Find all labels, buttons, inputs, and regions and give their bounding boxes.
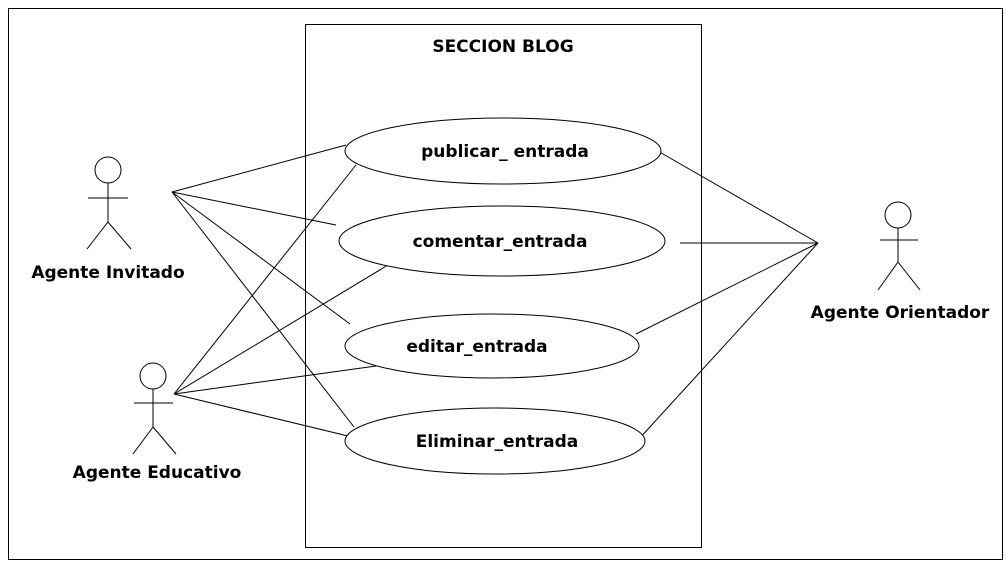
use-case-eliminar-label: Eliminar_entrada — [416, 432, 579, 452]
association-invitado-publicar — [171, 144, 347, 193]
use-case-editar-label: editar_entrada — [406, 337, 547, 357]
association-educativo-comentar — [173, 264, 389, 395]
actor-orientador: Agente Orientador — [811, 201, 990, 323]
actor-orientador-icon — [877, 201, 921, 291]
use-case-comentar-ellipse — [338, 205, 666, 277]
actor-educativo-icon — [132, 362, 177, 455]
use-case-eliminar: Eliminar_entrada — [344, 407, 646, 475]
use-case-editar: editar_entrada — [344, 313, 640, 379]
actor-invitado-label: Agente Invitado — [31, 263, 184, 283]
association-educativo-editar — [173, 365, 377, 395]
use-case-comentar: comentar_entrada — [338, 205, 666, 277]
use-case-editar-ellipse — [344, 313, 640, 379]
actor-educativo-label: Agente Educativo — [73, 463, 242, 483]
actor-invitado: Agente Invitado — [31, 156, 185, 283]
use-case-comentar-label: comentar_entrada — [413, 232, 588, 252]
diagram-frame — [8, 8, 1003, 560]
associations — [171, 144, 819, 441]
actor-invitado-icon — [86, 156, 132, 250]
system-boundary-title: SECCION BLOG — [432, 37, 573, 57]
association-invitado-editar — [171, 191, 351, 325]
use-case-publicar: publicar_ entrada — [344, 117, 662, 185]
association-invitado-eliminar — [171, 191, 355, 428]
association-orientador-publicar — [655, 149, 819, 244]
use-case-publicar-ellipse — [344, 117, 662, 185]
use-case-eliminar-ellipse — [344, 407, 646, 475]
actor-educativo: Agente Educativo — [73, 362, 242, 483]
association-invitado-comentar — [171, 191, 337, 226]
association-educativo-publicar — [173, 164, 357, 395]
association-orientador-eliminar — [637, 242, 819, 441]
use-case-publicar-label: publicar_ entrada — [421, 142, 589, 162]
association-orientador-editar — [635, 242, 819, 335]
association-educativo-eliminar — [173, 393, 349, 437]
actor-orientador-label: Agente Orientador — [811, 303, 990, 323]
